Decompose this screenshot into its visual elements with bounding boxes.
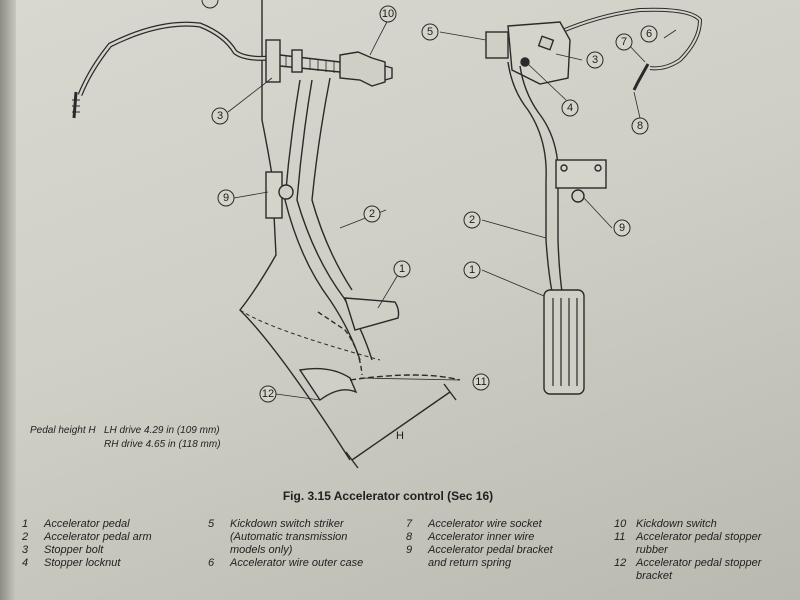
callout-9a: 9 <box>223 192 229 204</box>
callout-1a: 1 <box>399 263 405 275</box>
dimension-h-label: H <box>396 430 404 442</box>
callout-11: 11 <box>475 376 486 388</box>
figure-caption: Fig. 3.15 Accelerator control (Sec 16) <box>282 489 494 503</box>
legend-item: (Automatic transmission <box>230 531 348 543</box>
callout-2b: 2 <box>469 214 475 226</box>
callout-3b: 3 <box>592 54 598 66</box>
callout-10: 10 <box>382 8 394 20</box>
callout-1b: 1 <box>469 264 475 276</box>
callout-8: 8 <box>637 120 643 132</box>
pedal-bracket-right <box>555 159 607 189</box>
legend-item: bracket <box>636 570 673 582</box>
pedal-pad-side <box>344 297 400 331</box>
callout-12: 12 <box>262 388 274 400</box>
top-bracket-plate <box>507 21 571 85</box>
wire-outer-case-left <box>77 21 273 96</box>
callout-9b: 9 <box>619 222 625 234</box>
pedal-ghost <box>317 311 363 376</box>
callout-6: 6 <box>646 28 652 40</box>
firewall-outline <box>239 0 351 461</box>
kickdown-switch <box>339 51 386 87</box>
legend-item: and return spring <box>428 557 512 569</box>
pedal-height-rh: RH drive 4.65 in (118 mm) <box>104 439 221 450</box>
pedal-pad-front <box>543 289 585 395</box>
dimension-h <box>351 391 451 461</box>
callout-3a: 3 <box>217 110 223 122</box>
pedal-height-label: Pedal height H <box>30 425 96 436</box>
top-bracket-block <box>485 31 509 59</box>
callout-4: 4 <box>567 102 573 114</box>
legend-item: rubber <box>636 544 668 556</box>
callout-2a: 2 <box>369 208 375 220</box>
legend-item: models only) <box>230 544 293 556</box>
stopper-locknut <box>291 49 303 73</box>
wire-end-left <box>72 91 78 119</box>
wire-socket-right <box>632 63 650 91</box>
stopper-bracket-12 <box>298 367 358 402</box>
pedal-height-lh: LH drive 4.29 in (109 mm) <box>104 425 220 436</box>
pedal-arm-front <box>507 61 553 293</box>
page-fold-shadow <box>0 0 16 600</box>
pedal-arm-side <box>284 79 361 361</box>
callout-7: 7 <box>621 36 627 48</box>
callout-5: 5 <box>427 26 433 38</box>
stopper-bracket <box>265 39 281 83</box>
